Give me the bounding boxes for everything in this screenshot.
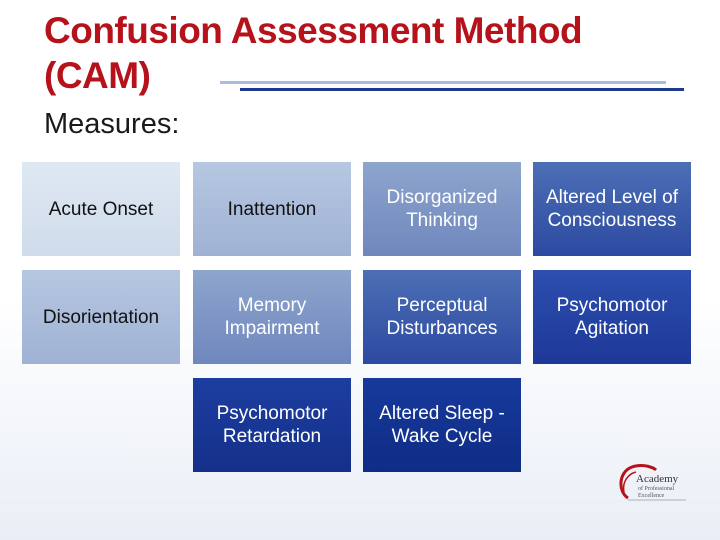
logo-line-3: Excellence xyxy=(638,493,665,499)
logo-line-1: Academy xyxy=(636,473,679,485)
measure-psychomotor-agitation: Psychomotor Agitation xyxy=(533,270,691,364)
measure-inattention: Inattention xyxy=(193,162,351,256)
measure-sleep-wake-cycle: Altered Sleep -Wake Cycle xyxy=(363,378,521,472)
slide-title: Confusion Assessment Method (CAM) xyxy=(44,8,664,98)
measure-psychomotor-retardation: Psychomotor Retardation xyxy=(193,378,351,472)
measure-acute-onset: Acute Onset xyxy=(22,162,180,256)
measure-perceptual-disturbances: Perceptual Disturbances xyxy=(363,270,521,364)
title-underline-light xyxy=(220,81,666,84)
logo-line-2: of Professional xyxy=(638,485,674,492)
measure-disorganized-thinking: Disorganized Thinking xyxy=(363,162,521,256)
measure-altered-consciousness: Altered Level of Consciousness xyxy=(533,162,691,256)
title-line-2: (CAM) xyxy=(44,55,151,96)
title-line-1: Confusion Assessment Method xyxy=(44,10,583,51)
academy-logo: Academy of Professional Excellence xyxy=(619,464,686,501)
measure-memory-impairment: Memory Impairment xyxy=(193,270,351,364)
measure-disorientation: Disorientation xyxy=(22,270,180,364)
measures-label: Measures: xyxy=(44,108,180,140)
title-underline-dark xyxy=(240,88,684,91)
